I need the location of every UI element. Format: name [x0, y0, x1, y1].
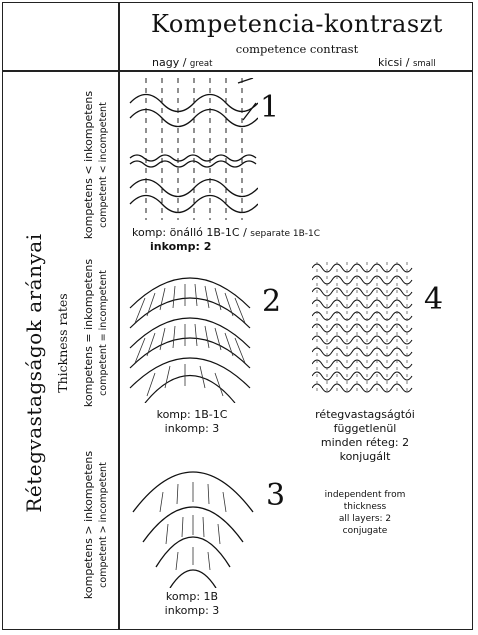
- great-hu: nagy: [152, 56, 180, 69]
- panel1-line1-hu: komp: önálló 1B-1C /: [132, 226, 251, 239]
- small-en: small: [412, 59, 436, 69]
- column-divider: [118, 2, 120, 630]
- panel-number-2: 2: [262, 284, 282, 319]
- panel1-caption-line1: komp: önálló 1B-1C / separate 1B-1C: [132, 226, 320, 239]
- table-frame: [2, 2, 473, 630]
- row1-label-hu: kompetens < inkompetens: [82, 90, 95, 240]
- header-title: Kompetencia-kontraszt: [151, 10, 443, 38]
- fold-figure-1: [129, 78, 258, 220]
- small-hu: kicsi: [378, 56, 403, 69]
- row2-label-en: competent = incompetent: [98, 270, 109, 396]
- panel3-caption-line1: komp: 1B: [165, 590, 219, 603]
- panel-number-3: 3: [266, 478, 286, 513]
- row3-label-hu: kompetens > inkompetens: [82, 450, 95, 600]
- row2-label-hu: kompetens = inkompetens: [82, 258, 95, 408]
- header-subtitle: competence contrast: [235, 42, 359, 56]
- panel-number-1: 1: [260, 90, 280, 125]
- panel4-en-line3: all layers: 2: [338, 514, 392, 524]
- header-great-label: nagy / great: [152, 56, 212, 69]
- fold-figure-2: [129, 277, 251, 403]
- great-sep: /: [179, 56, 190, 69]
- fold-figure-4: [312, 262, 413, 394]
- small-sep: /: [402, 56, 413, 69]
- header-small-label: kicsi / small: [378, 56, 436, 69]
- great-en: great: [189, 59, 213, 69]
- panel4-hu-line2: függetlenül: [333, 422, 397, 435]
- panel1-line1-en: separate 1B-1C: [250, 229, 321, 239]
- row1-label-en: competent < incompetent: [98, 102, 109, 228]
- panel4-hu-line4: konjugált: [339, 450, 391, 463]
- panel2-caption-line1: komp: 1B-1C: [156, 408, 228, 421]
- panel-number-4: 4: [424, 282, 444, 317]
- panel1-caption-line2: inkomp: 2: [150, 240, 212, 253]
- panel4-en-line4: conjugate: [342, 526, 388, 536]
- panel4-hu-line3: minden réteg: 2: [320, 436, 410, 449]
- panel4-en-line2: thickness: [343, 502, 387, 512]
- panel4-en-line1: independent from: [324, 490, 406, 500]
- panel3-caption-line2: inkomp: 3: [164, 604, 220, 617]
- panel2-caption-line2: inkomp: 3: [164, 422, 220, 435]
- header-divider: [2, 70, 473, 72]
- axis-label-en: Thickness rates: [55, 293, 70, 393]
- fold-figure-3: [132, 471, 254, 588]
- axis-label-hu: Rétegvastagságok arányai: [22, 233, 46, 513]
- panel4-hu-line1: rétegvastagságtói: [315, 408, 415, 421]
- row3-label-en: competent > incompetent: [98, 462, 109, 588]
